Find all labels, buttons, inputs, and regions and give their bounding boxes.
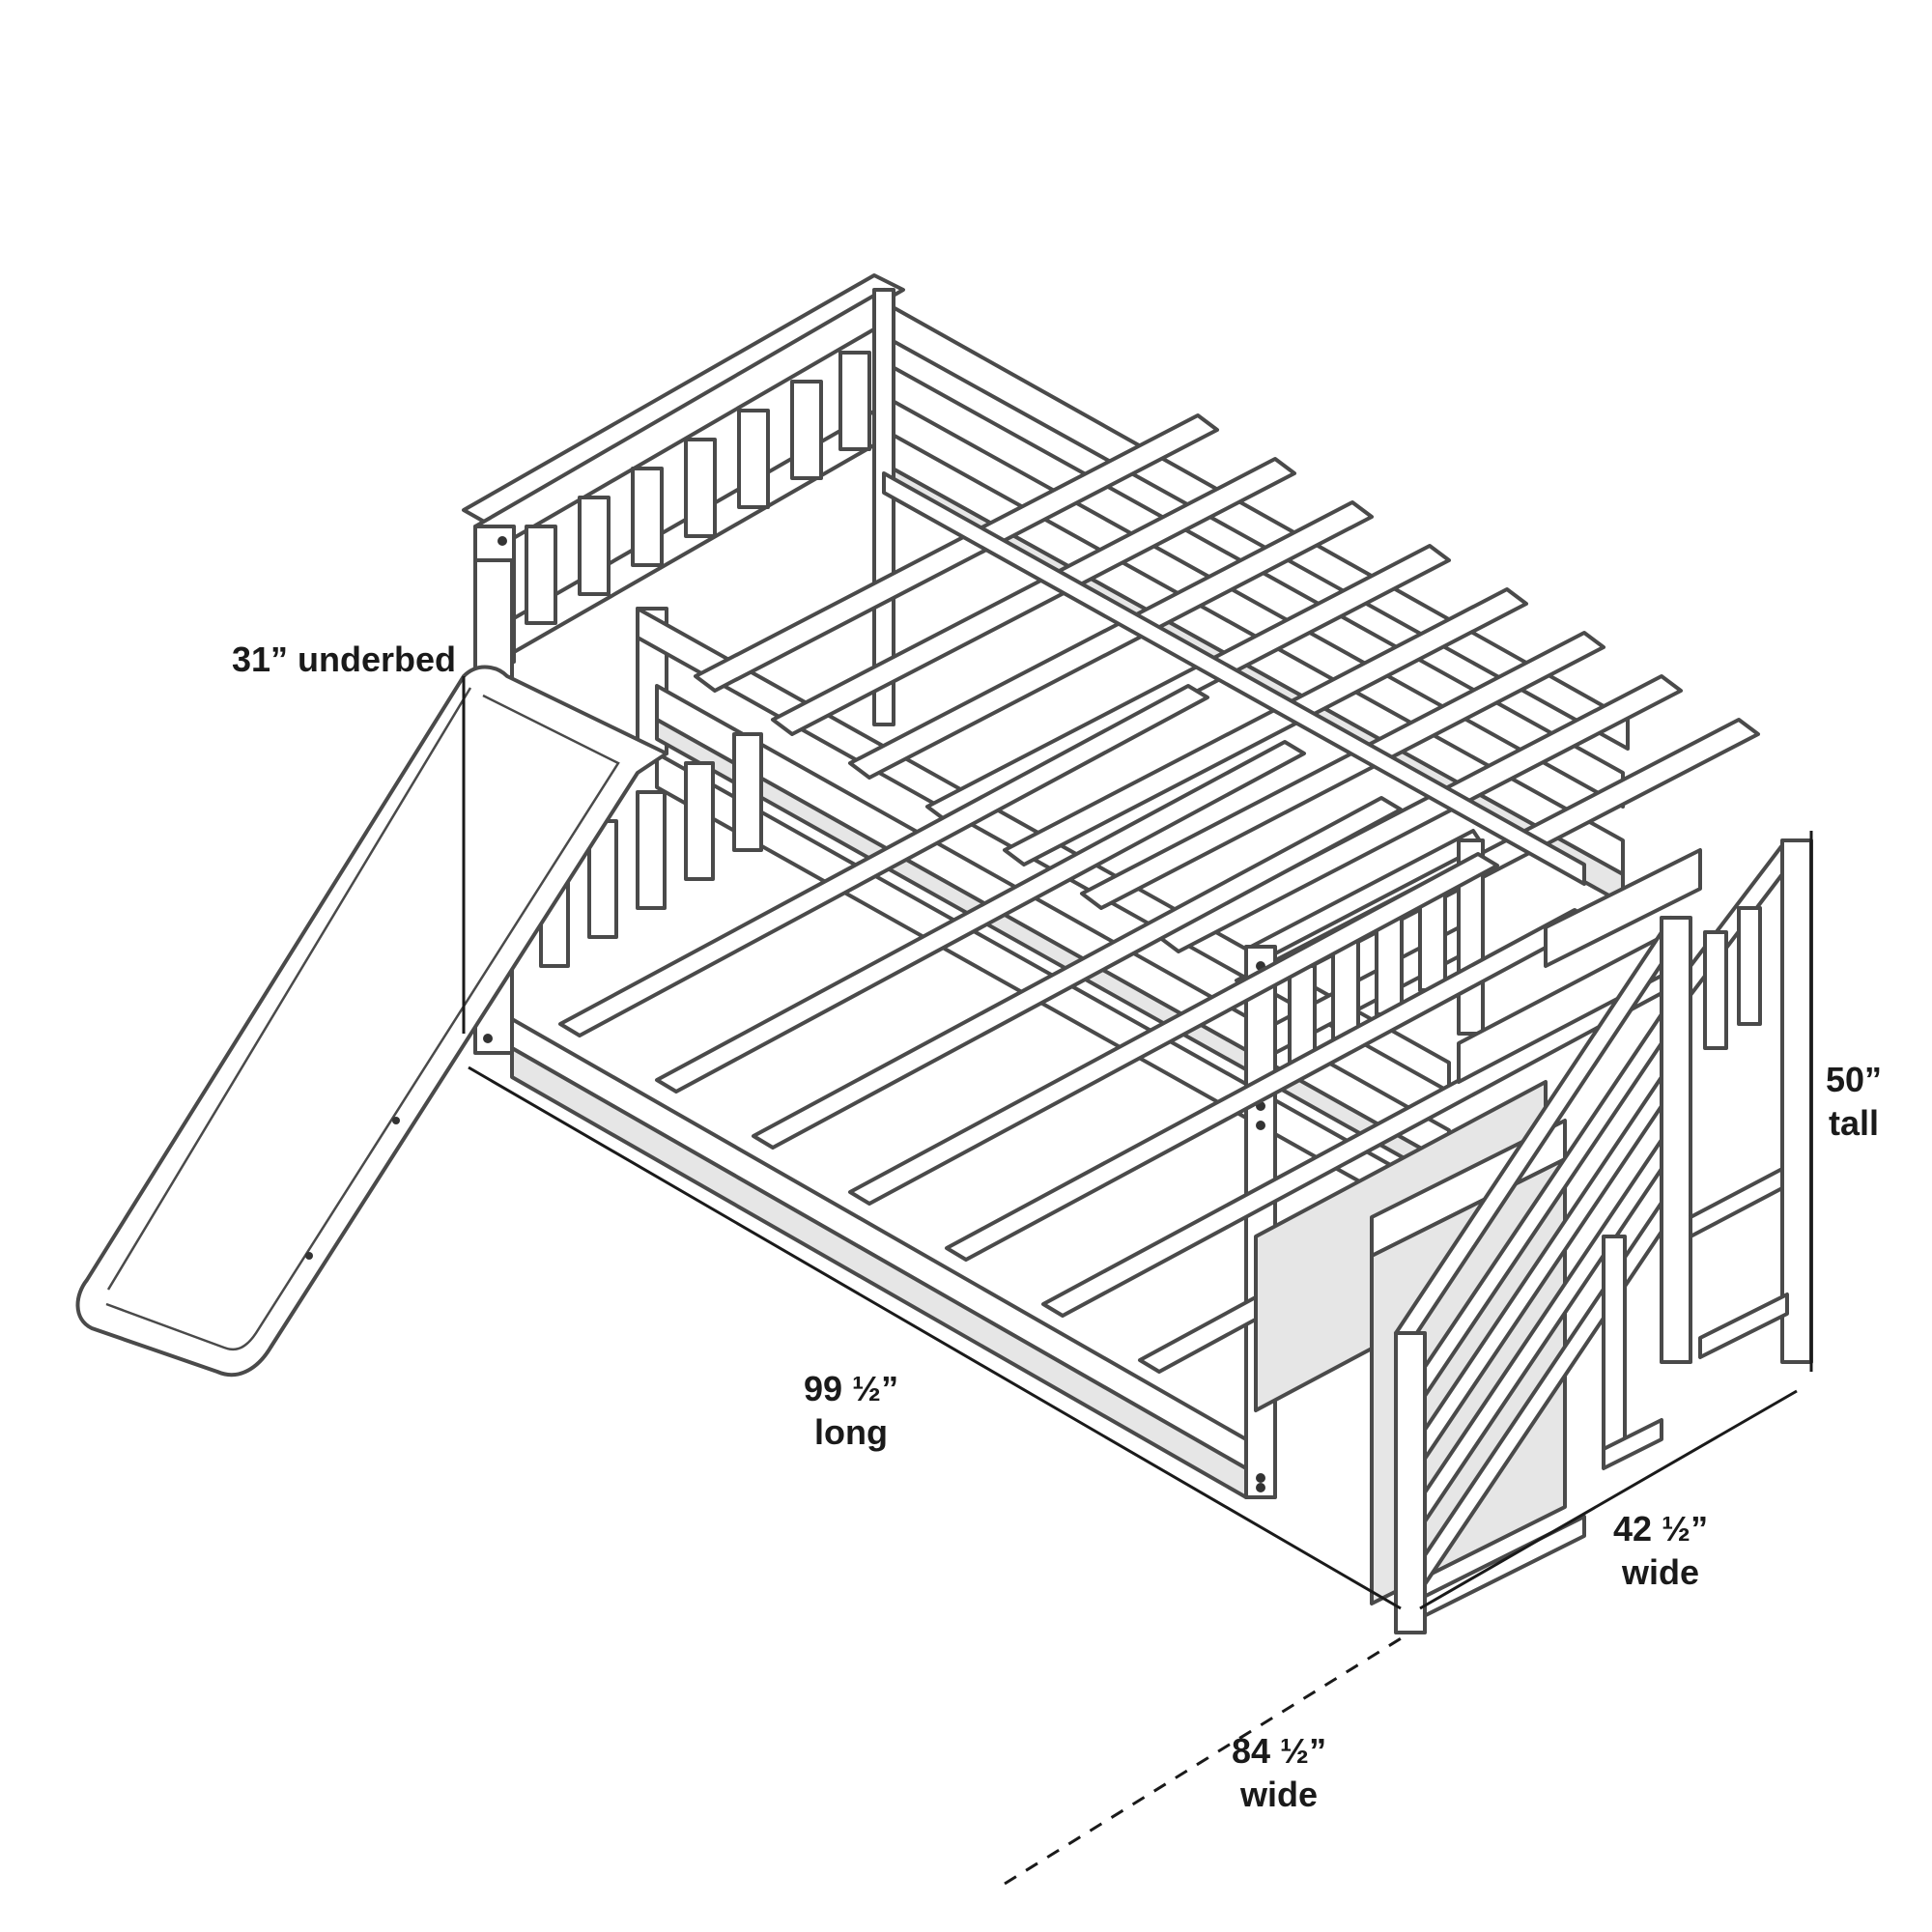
length-label: 99 ½” long bbox=[804, 1367, 898, 1454]
dimension-lines bbox=[462, 676, 1813, 1886]
height-value: 50” bbox=[1826, 1060, 1883, 1099]
lower-bed bbox=[473, 558, 1692, 1499]
length-line bbox=[468, 1065, 1402, 1610]
overall-width-label: 84 ½” wide bbox=[1232, 1729, 1326, 1816]
overall-width-line bbox=[1004, 1631, 1411, 1886]
underbed-label: 31” underbed bbox=[232, 638, 456, 681]
depth-line bbox=[1419, 1389, 1798, 1610]
slide bbox=[75, 665, 668, 1378]
height-label: 50” tall bbox=[1826, 1058, 1882, 1145]
depth-label: 42 ½” wide bbox=[1613, 1507, 1708, 1594]
depth-word: wide bbox=[1622, 1552, 1700, 1592]
overall-value: 84 ½” bbox=[1232, 1731, 1327, 1771]
length-value: 99 ½” bbox=[804, 1369, 899, 1408]
length-word: long bbox=[814, 1412, 889, 1452]
staircase bbox=[1254, 838, 1813, 1634]
overall-word: wide bbox=[1240, 1775, 1319, 1814]
depth-value: 42 ½” bbox=[1613, 1509, 1709, 1548]
underbed-text: 31” underbed bbox=[232, 639, 457, 679]
height-word: tall bbox=[1829, 1103, 1880, 1143]
